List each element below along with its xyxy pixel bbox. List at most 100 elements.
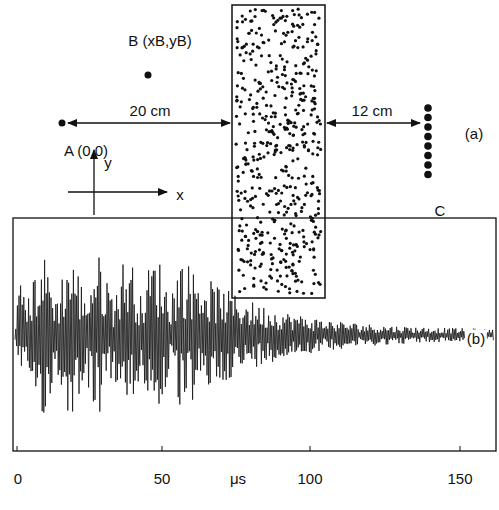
scatterer-dot (302, 109, 305, 112)
scatterer-dot (249, 204, 252, 207)
scatterer-dot (296, 157, 299, 160)
scatterer-dot (252, 158, 255, 161)
scatterer-dot (236, 37, 239, 40)
scatterer-dot (285, 169, 288, 172)
scatterer-dot (313, 23, 316, 26)
scatterer-dot (252, 43, 255, 46)
scatterer-dot (253, 142, 256, 145)
scatterer-dot (319, 148, 322, 151)
scatterer-dot (315, 69, 318, 72)
scatterer-dot (307, 65, 310, 68)
scatterer-dot (250, 251, 253, 254)
scatterer-dot (315, 49, 318, 52)
scatterer-dot (314, 35, 317, 38)
scatterer-dot (295, 72, 298, 75)
scatterer-dot (302, 45, 305, 48)
scatterer-dot (275, 64, 278, 67)
scatterer-dot (313, 11, 316, 14)
scatterer-dot (291, 91, 294, 94)
scatterer-dot (292, 224, 295, 227)
panel-label: (a) (463, 125, 485, 142)
scatterer-dot (241, 230, 244, 233)
scatterer-dot (311, 39, 314, 42)
scatterer-dot (318, 192, 321, 195)
scatterer-dot (310, 292, 313, 295)
scatterer-dot (266, 151, 269, 154)
scatterer-dot (277, 189, 280, 192)
scatterer-dot (252, 113, 255, 116)
scatterer-dot (276, 279, 279, 282)
scatterer-dot (275, 81, 278, 84)
scatterer-dot (316, 146, 319, 149)
scatterer-dot (311, 68, 314, 71)
scatterer-dot (291, 159, 294, 162)
scatterer-dot (239, 105, 242, 108)
scatterer-dot (248, 32, 251, 35)
scatterer-dot (253, 253, 256, 256)
scatterer-dot (294, 280, 297, 283)
scatterer-dot (274, 29, 277, 32)
scatterer-dot (236, 20, 239, 23)
scatterer-dot (240, 191, 243, 194)
scatterer-dot (308, 248, 311, 251)
scatterer-dot (283, 68, 286, 71)
scatterer-dot (313, 132, 316, 135)
scatterer-dot (243, 197, 246, 200)
scatterer-dot (258, 27, 261, 30)
scatterer-dot (287, 207, 290, 210)
scatterer-dot (238, 290, 241, 293)
scatterer-dot (306, 191, 309, 194)
scatterer-dot (292, 199, 295, 202)
scatterer-dot (283, 40, 286, 43)
scatterer-dot (301, 141, 304, 144)
scatterer-dot (259, 221, 262, 224)
scatterer-dot (306, 59, 309, 62)
scatterer-dot (284, 260, 287, 263)
scatterer-dot (252, 120, 255, 123)
scatterer-dot (288, 148, 291, 151)
scatterer-dot (252, 175, 255, 178)
scatterer-dot (318, 119, 321, 122)
scatterer-dot (306, 72, 309, 75)
scattering-slab (232, 5, 325, 298)
scatterer-dot (284, 74, 287, 77)
scatterer-dot (256, 176, 259, 179)
scatterer-dot (298, 26, 301, 29)
scatterer-dot (235, 166, 238, 169)
scatterer-dot (280, 42, 283, 45)
scatterer-dot (244, 235, 247, 238)
scatterer-dot (252, 106, 255, 109)
scatterer-dot (260, 54, 263, 57)
scatterer-dot (248, 98, 251, 101)
point-label: A (0,0) (62, 142, 110, 159)
scatterer-dot (272, 125, 275, 128)
scatterer-dot (312, 256, 315, 259)
scatterer-dot (268, 54, 271, 57)
scatterer-dot (302, 125, 305, 128)
scatterer-dot (270, 129, 273, 132)
scatterer-dot (317, 281, 320, 284)
scatterer-dot (279, 151, 282, 154)
dimension-arrow (327, 122, 420, 123)
scatterer-dot (311, 240, 314, 243)
scatterer-dot (262, 41, 265, 44)
scatterer-dot (261, 231, 264, 234)
scatterer-dot (256, 167, 259, 170)
scatterer-dot (304, 141, 307, 144)
scatterer-dot (249, 259, 252, 262)
array-element (424, 123, 432, 131)
scatterer-dot (242, 171, 245, 174)
scatterer-dot (244, 190, 247, 193)
scatterer-dot (296, 112, 299, 115)
scatterer-dot (237, 194, 240, 197)
scatterer-dot (302, 240, 305, 243)
scatterer-dot (241, 87, 244, 90)
scatterer-dot (279, 123, 282, 126)
scatterer-dot (269, 61, 272, 64)
scatterer-dot (316, 115, 319, 118)
scatterer-dot (258, 112, 261, 115)
tick-mark (162, 446, 163, 451)
scatterer-dot (244, 235, 247, 238)
scatterer-dot (267, 194, 270, 197)
scatterer-dot (258, 248, 261, 251)
